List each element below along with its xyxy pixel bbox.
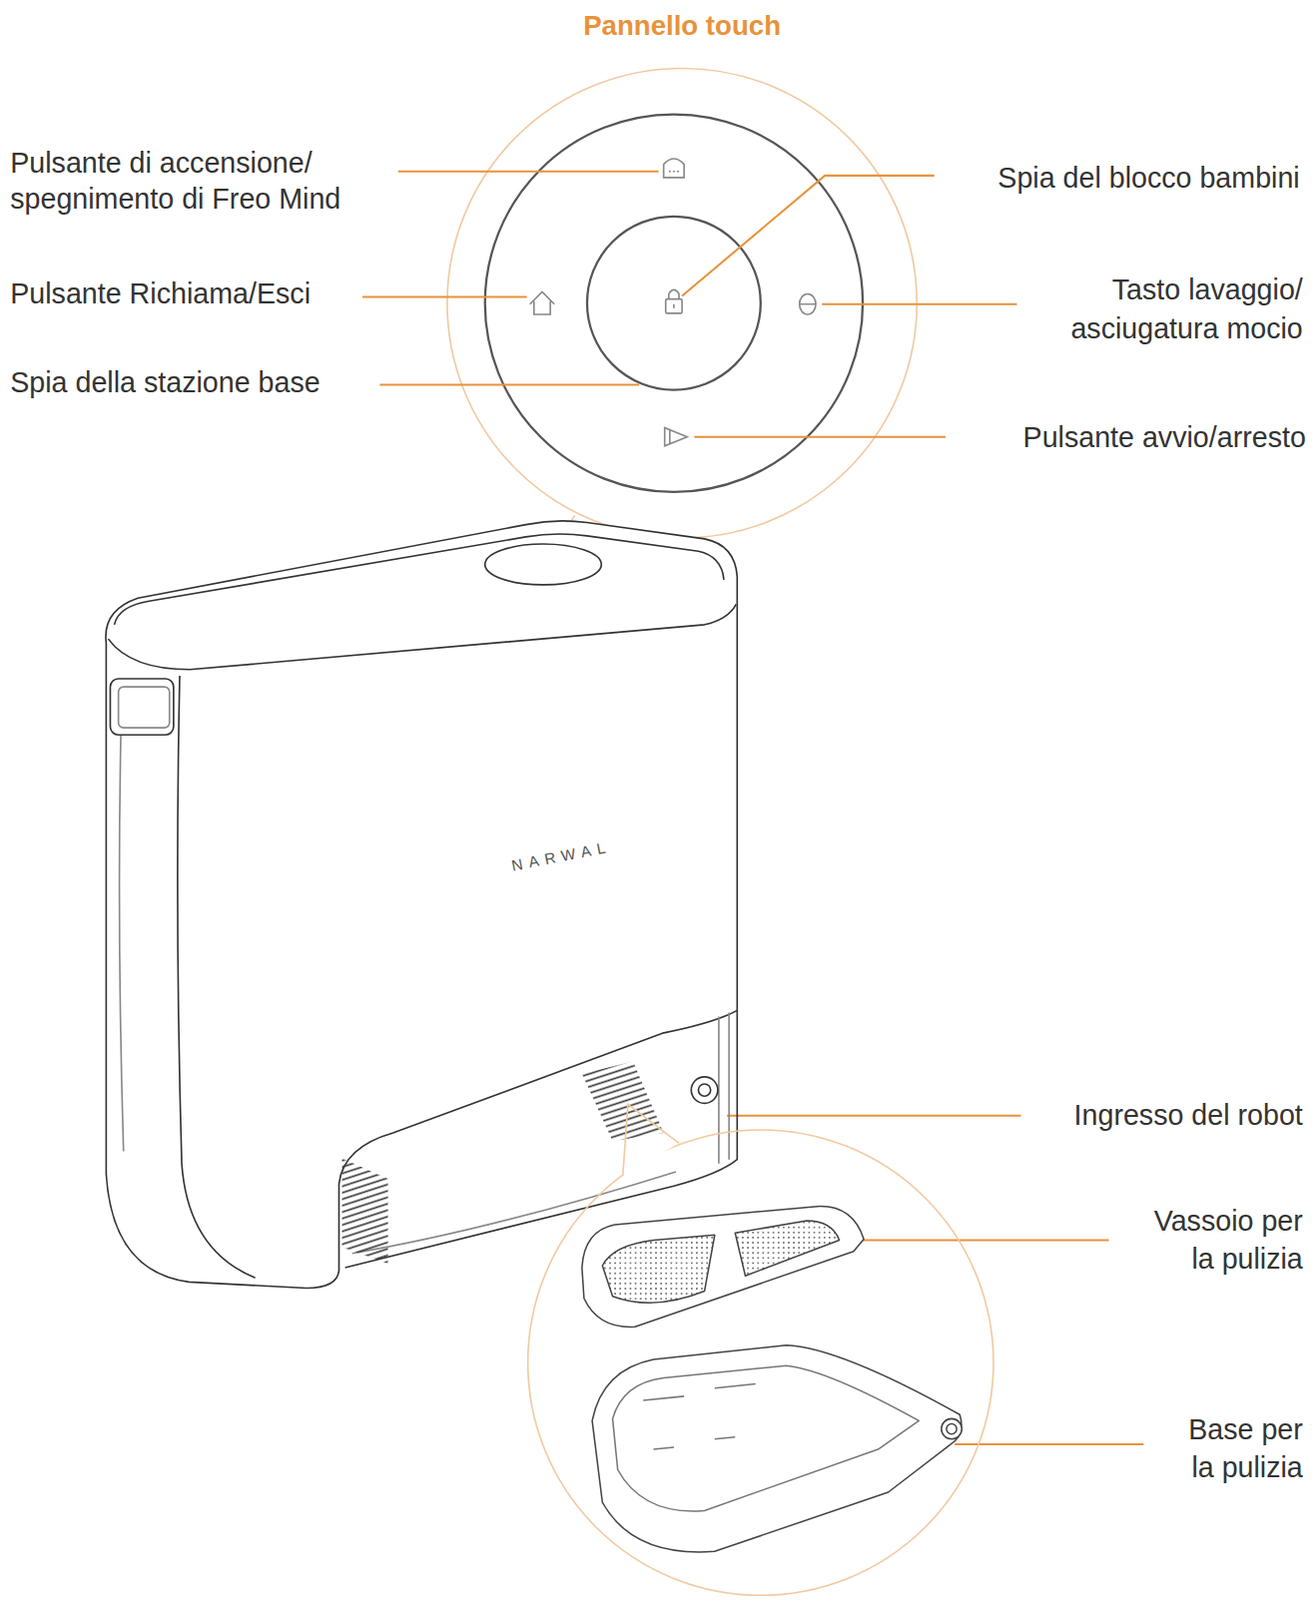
part-label: Vassoio per la pulizia xyxy=(1139,1203,1304,1280)
cleaning-base xyxy=(592,1345,962,1553)
entrance-post xyxy=(718,1012,729,1164)
part-label: Base per la pulizia xyxy=(1172,1410,1304,1487)
leader-line xyxy=(681,175,935,297)
station-body xyxy=(105,521,737,1290)
leader-line xyxy=(398,170,659,173)
base-detail xyxy=(643,1384,755,1450)
home-icon xyxy=(530,291,556,314)
body-corner xyxy=(177,675,256,1279)
power-icon xyxy=(663,158,684,178)
tray-grid xyxy=(602,1235,714,1304)
panel-center xyxy=(587,216,761,391)
front-vent xyxy=(582,1061,664,1142)
part-label: Spia del blocco bambini xyxy=(932,160,1301,198)
panel-title: Pannello touch xyxy=(478,9,887,42)
brand-text: NARWAL xyxy=(479,831,644,881)
lid-edge xyxy=(114,534,724,626)
leader-line xyxy=(362,296,528,299)
side-vent xyxy=(342,1159,389,1265)
base-connector-inner xyxy=(946,1423,957,1434)
power-icon-dot xyxy=(668,170,671,173)
leader-line xyxy=(852,1239,1110,1242)
part-label: Pulsante avvio/arresto xyxy=(968,419,1306,457)
handle-slot xyxy=(109,678,173,735)
leader-line xyxy=(726,1115,1022,1118)
leader-line xyxy=(821,303,1017,306)
base-inner xyxy=(613,1365,920,1512)
play-icon xyxy=(664,427,687,446)
base-connector xyxy=(941,1418,962,1439)
power-icon-dot xyxy=(676,170,679,173)
part-label: Ingresso del robot xyxy=(1016,1097,1303,1135)
part-label: Tasto lavaggio/ asciugatura mocio xyxy=(1035,269,1304,350)
leader-line xyxy=(954,1443,1144,1446)
zoom-circle xyxy=(528,1130,994,1596)
lock-shackle xyxy=(668,289,679,308)
tray-grid xyxy=(734,1221,839,1277)
zoom-tail xyxy=(623,1104,679,1177)
touch-panel xyxy=(485,544,603,586)
zoom-mask xyxy=(618,1133,679,1177)
robot-entrance-inner xyxy=(697,1084,710,1097)
handle-inner xyxy=(118,686,170,728)
power-icon-dot xyxy=(672,170,675,173)
robot-entrance xyxy=(690,1077,718,1105)
leader-line xyxy=(379,383,640,386)
mop-icon xyxy=(799,294,816,315)
mop-icon-line xyxy=(799,303,816,305)
cleaning-parts xyxy=(582,1207,962,1553)
lid-front-edge xyxy=(107,604,736,669)
part-label: Pulsante Richiama/Esci xyxy=(9,275,378,313)
part-label: Spia della stazione base xyxy=(9,364,388,402)
leader-line xyxy=(693,436,946,439)
part-label: Pulsante di accensione/ spegnimento di F… xyxy=(9,144,409,217)
base-station xyxy=(105,521,737,1290)
body-side-line xyxy=(119,704,124,1153)
cleaning-tray xyxy=(582,1207,864,1328)
